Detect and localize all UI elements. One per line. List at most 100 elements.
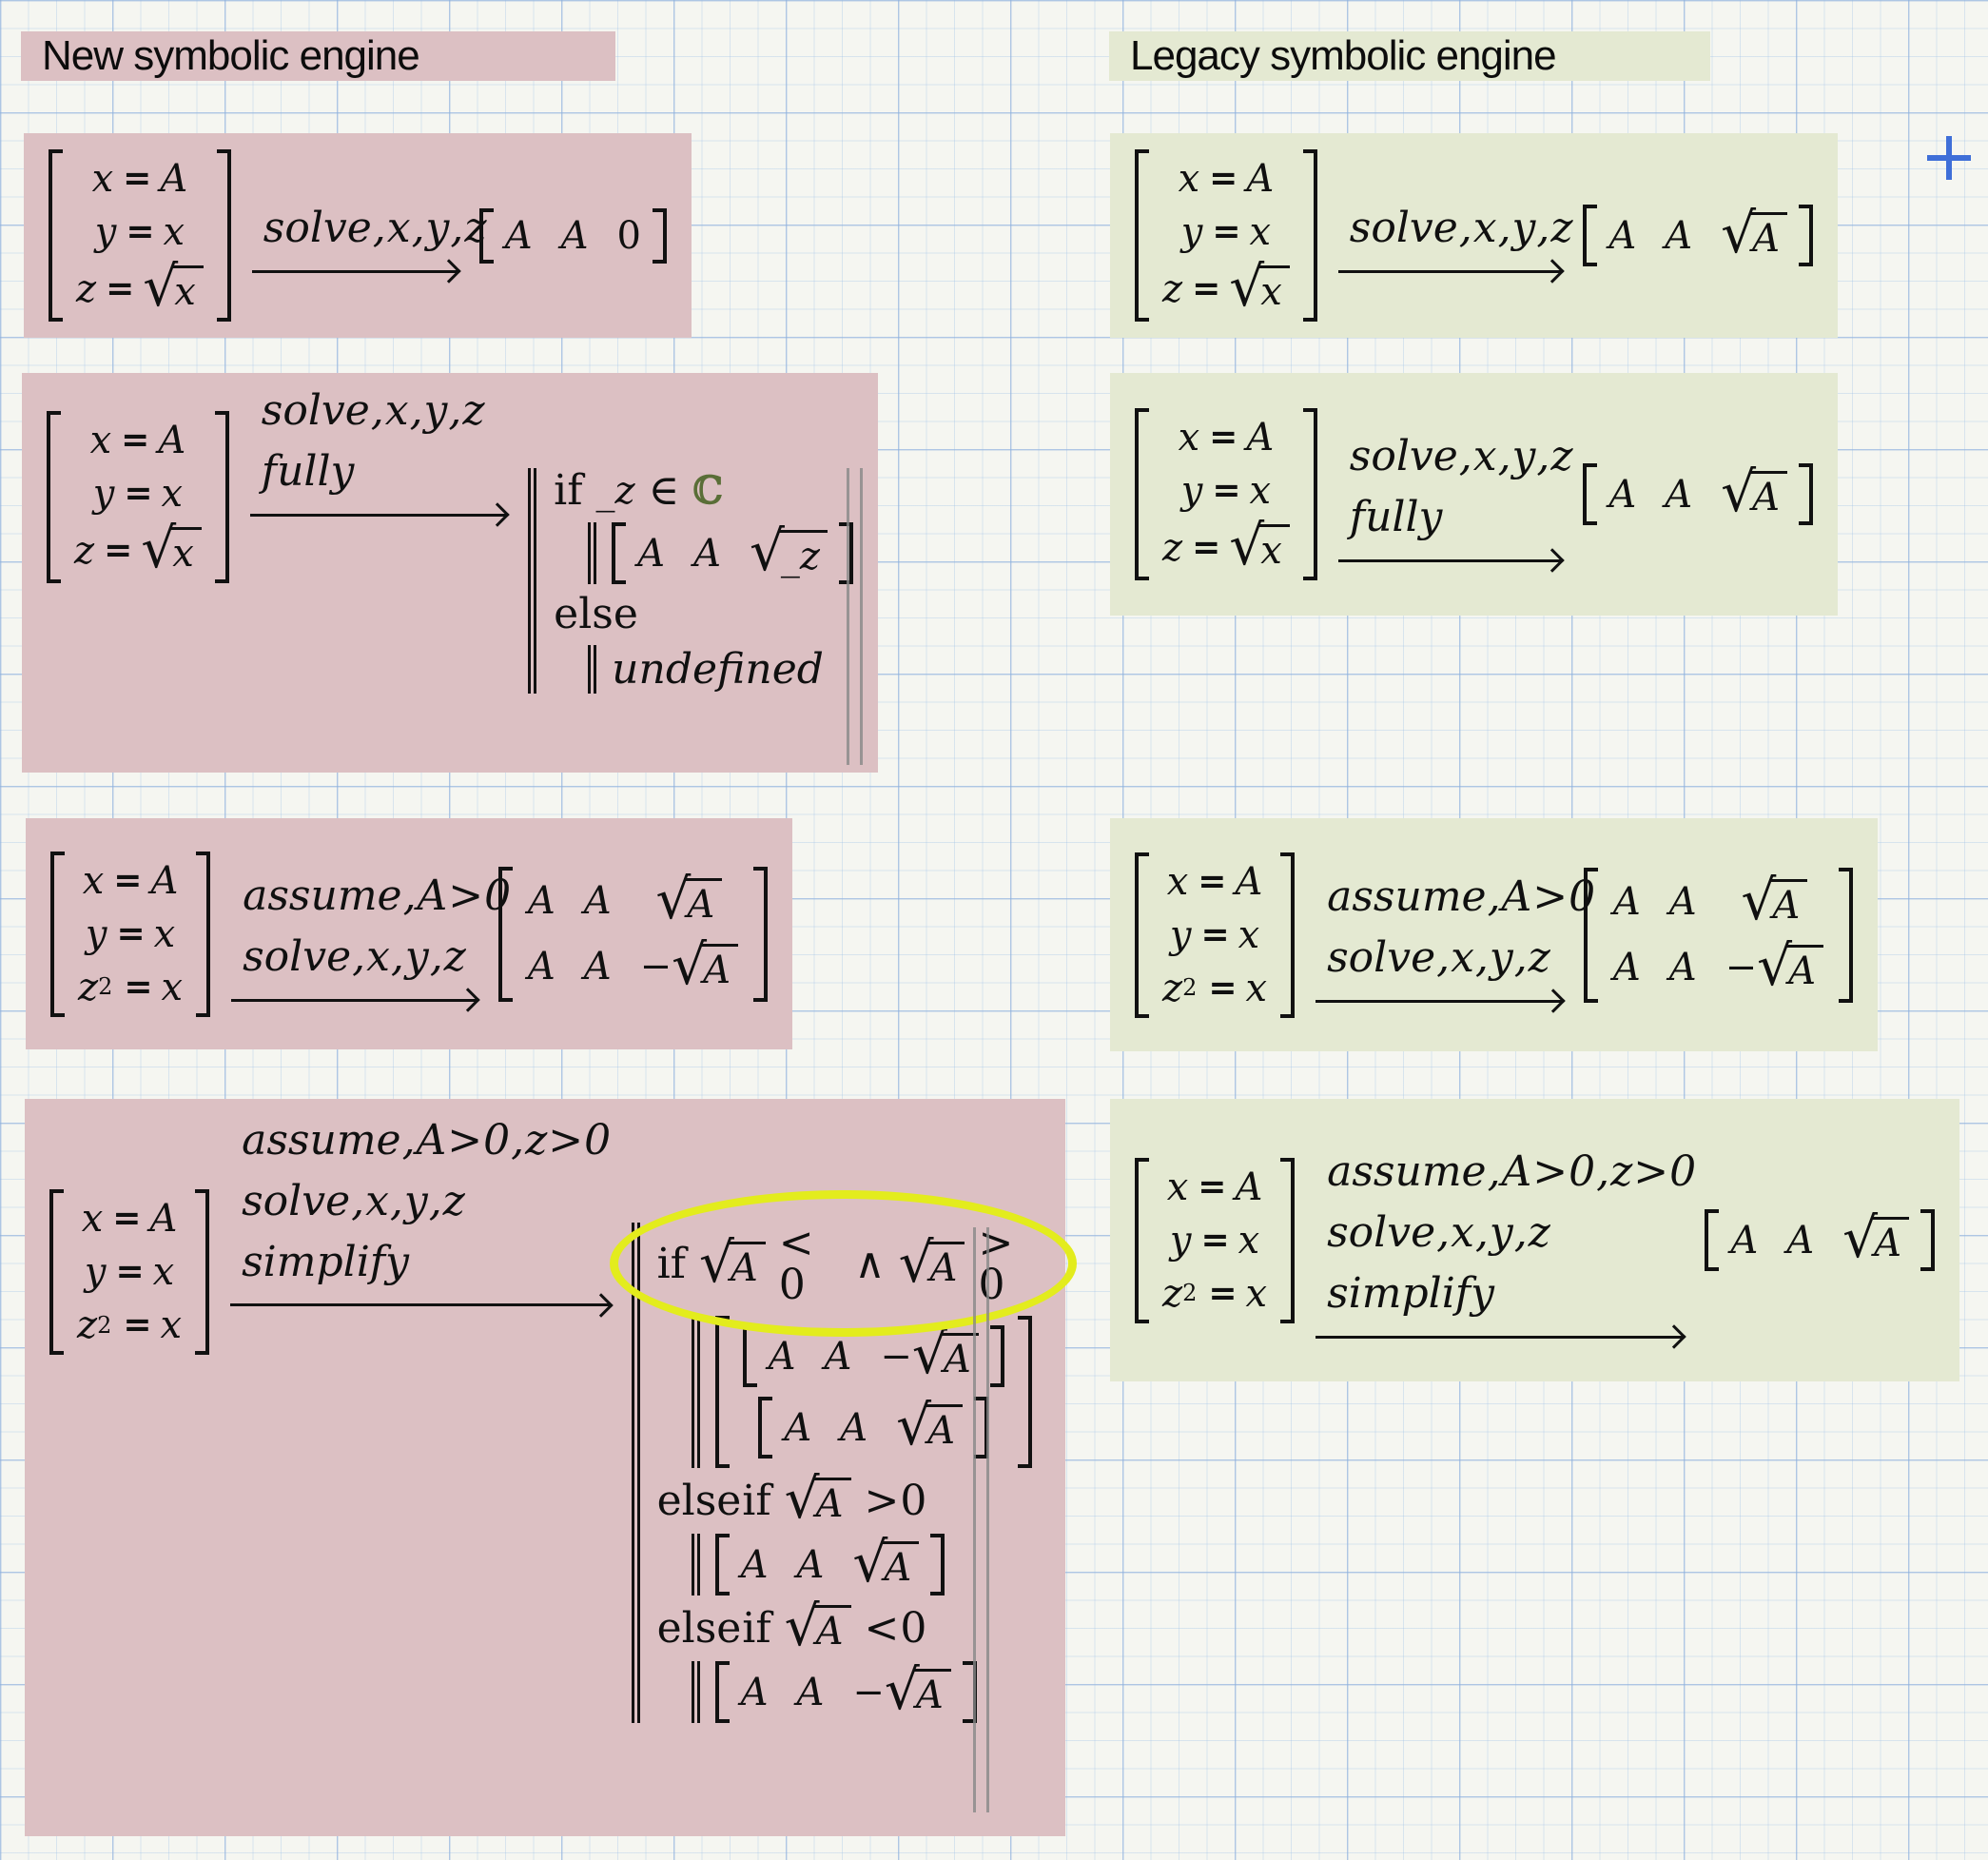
math-m: A (740, 1542, 769, 1587)
equations-matrix: x=A y=x z= √x (49, 149, 231, 322)
solve-arrow: solve , x , y , z (251, 198, 487, 273)
math-rb (1920, 1209, 1935, 1271)
math-m: x (1249, 210, 1272, 254)
equations-matrix: x=A y=x z= √x (1135, 149, 1317, 322)
math-lb (1583, 867, 1598, 1003)
math-beq: = (1209, 159, 1238, 199)
math-lb (1135, 408, 1149, 580)
math-mrow: z= √x (1162, 259, 1290, 314)
math-lb (742, 1325, 757, 1387)
math-lb (714, 1316, 730, 1468)
program-result: if √A < 0 ∧ √A > 0 (609, 1190, 1077, 1723)
math-m: x (91, 157, 114, 201)
math-lb (1135, 149, 1149, 322)
undefined-result: undefined (612, 645, 824, 694)
math-cell: −√A (1725, 937, 1823, 993)
math-kw: else (554, 590, 638, 638)
title-legacy-engine[interactable]: Legacy symbolic engine (1109, 31, 1710, 81)
sqrt-radical: √_z (750, 523, 828, 578)
math-cell: −√A (852, 1662, 951, 1717)
math-mrow: y=x (93, 474, 183, 514)
math-sup: 2 (1182, 974, 1198, 1002)
math-beq: = (124, 967, 152, 1007)
solve-arrow: solve , x , y , z fully (249, 381, 508, 517)
math-kw: > 0 (978, 1219, 1014, 1309)
math-rad: x (169, 527, 202, 574)
math-kw: > 0 (864, 1476, 927, 1525)
math-rad: A (925, 1404, 963, 1451)
math-beq: = (106, 268, 134, 308)
solve-arrow: solve , x , y , z (1337, 198, 1573, 273)
math-kw: else if (656, 1476, 771, 1525)
elseif-condition-positive: else if √A > 0 (656, 1471, 927, 1526)
program-bar (631, 1223, 640, 1723)
math-m: A (687, 882, 715, 927)
math-rad: x (1257, 265, 1290, 312)
math-m: A (943, 1338, 971, 1381)
solve-arrow: assume , A > 0 , z > 0 solve , x , y , z… (1316, 1142, 1696, 1339)
math-mrow: x=A (92, 159, 188, 199)
math-rb (195, 1189, 210, 1355)
keyword-solve: solve , x , y , z (243, 932, 466, 981)
math-m: y (1180, 210, 1203, 254)
math-m: A (1786, 1218, 1815, 1263)
math-mrow: y=x (86, 914, 175, 954)
crosshair-cursor (1927, 136, 1971, 180)
math-beq: = (1192, 527, 1220, 567)
branch-bar (691, 1316, 700, 1468)
math-m: x (81, 1197, 104, 1241)
title-new-engine[interactable]: New symbolic engine (21, 31, 615, 81)
math-rb (1799, 463, 1813, 525)
math-kw: < 0 (864, 1603, 927, 1653)
math-rad: A (1871, 1217, 1909, 1263)
keyword-solve: solve , x , y , z (261, 386, 485, 435)
math-region-new-solve-fully[interactable]: x=A y=x z= √x solve , x , y , z fully if (22, 373, 878, 773)
solve-arrow: assume , A > 0 solve , x , y , z (231, 866, 511, 1002)
math-mrow: x=A (90, 421, 186, 460)
math-mathrow: x=A y=x z= √x solve , x , y , z fully if (22, 373, 878, 773)
math-m: A (824, 1334, 852, 1379)
math-m: A (1730, 1218, 1759, 1263)
arrow-line (251, 269, 458, 273)
math-kw: ∧ (854, 1240, 886, 1288)
math-m: y (1169, 912, 1192, 957)
math-rb (1839, 867, 1853, 1003)
math-m: x (1260, 529, 1282, 573)
math-beq: = (115, 1252, 144, 1292)
math-m: A (1668, 880, 1697, 924)
keyword-fully: fully (261, 446, 355, 496)
math-lb (1583, 463, 1598, 525)
branch-bar (691, 1534, 700, 1596)
arrow-line (1337, 269, 1563, 273)
math-beq: = (1200, 914, 1229, 954)
program-bar (528, 468, 537, 694)
math-lb (49, 1189, 64, 1355)
math-m: x (1249, 469, 1272, 513)
math-rb (214, 411, 229, 583)
